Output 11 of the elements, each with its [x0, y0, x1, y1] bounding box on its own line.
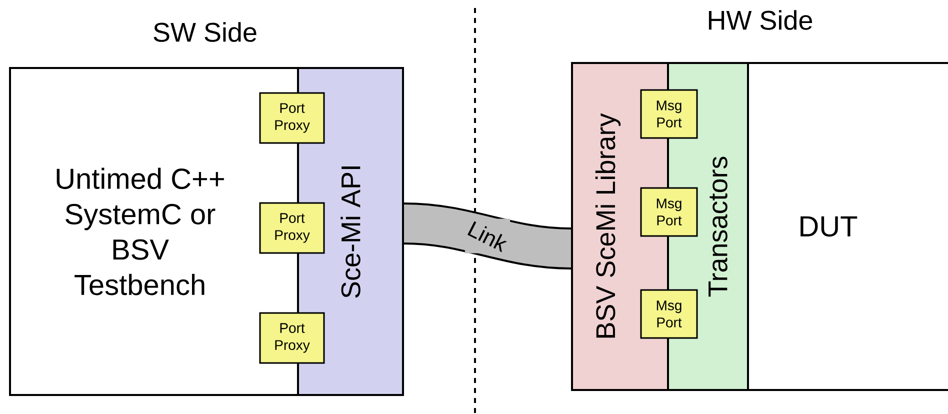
port-proxy-box: Port Proxy [259, 202, 325, 254]
msg-port-box: Msg Port [640, 289, 698, 339]
msg-port-box: Msg Port [640, 187, 698, 237]
port-proxy-box: Port Proxy [259, 92, 325, 144]
side-heading: SW Side [154, 22, 256, 42]
side-heading: HW Side [708, 10, 812, 30]
edge-label: Link [464, 218, 510, 254]
dut-box: DUT [747, 62, 948, 391]
msg-port-box: Msg Port [640, 89, 698, 139]
port-proxy-box: Port Proxy [259, 312, 325, 364]
link-band [403, 202, 572, 270]
